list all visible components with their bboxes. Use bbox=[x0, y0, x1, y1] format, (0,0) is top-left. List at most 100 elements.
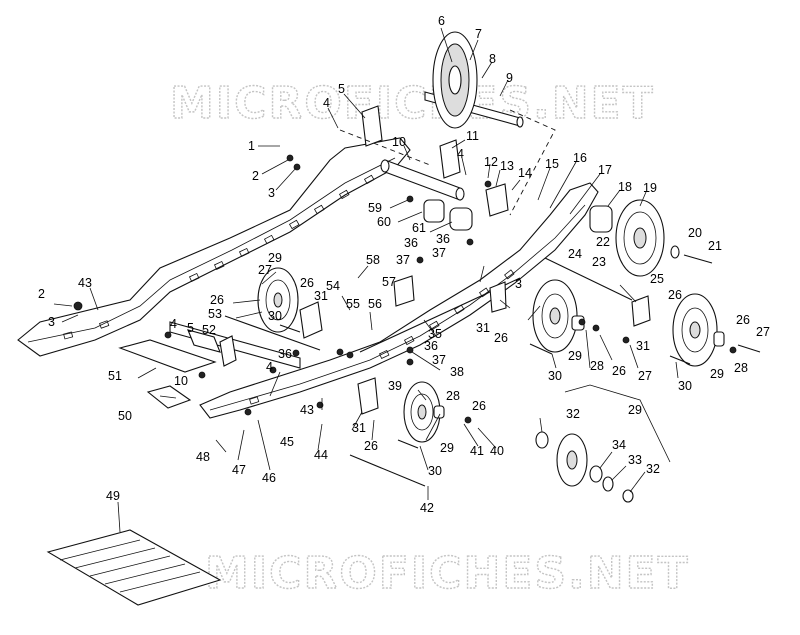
callout-27b: 27 bbox=[756, 325, 770, 339]
plate-51 bbox=[118, 339, 217, 373]
bolt-30d bbox=[279, 324, 301, 333]
wheel-29-right bbox=[672, 293, 718, 367]
callout-26g: 26 bbox=[472, 399, 486, 413]
bolt-30b bbox=[669, 355, 691, 365]
callout-26c: 26 bbox=[668, 288, 682, 302]
cross-bar-53 bbox=[224, 315, 321, 351]
bolt-27-right bbox=[737, 344, 761, 353]
callout-39: 39 bbox=[388, 379, 402, 393]
callout-29e: 29 bbox=[628, 403, 642, 417]
rear-axle bbox=[424, 31, 524, 129]
bracket-31-mid bbox=[299, 301, 323, 339]
leader-lines bbox=[53, 27, 679, 533]
callout-8: 8 bbox=[489, 52, 496, 66]
callout-23: 23 bbox=[592, 255, 606, 269]
wheel-29-lower bbox=[403, 381, 441, 443]
bracket-57 bbox=[393, 275, 415, 307]
track-belt-49 bbox=[46, 529, 222, 606]
watermark-top: MICROFICHES.NET bbox=[170, 78, 655, 129]
callout-60: 60 bbox=[377, 215, 391, 229]
callout-17: 17 bbox=[598, 163, 612, 177]
callout-2b: 2 bbox=[38, 287, 45, 301]
callout-30c: 30 bbox=[678, 379, 692, 393]
callout-25: 25 bbox=[650, 272, 664, 286]
upper-cross-shaft bbox=[380, 159, 465, 201]
left-rail bbox=[17, 137, 411, 357]
bracket-5 bbox=[361, 105, 383, 147]
callout-20: 20 bbox=[688, 226, 702, 240]
callout-38: 38 bbox=[450, 365, 464, 379]
watermark-bottom: MICROFICHES.NET bbox=[205, 548, 690, 599]
callout-50: 50 bbox=[118, 409, 132, 423]
callout-51: 51 bbox=[108, 369, 122, 383]
callout-5: 5 bbox=[338, 82, 345, 96]
callout-4b: 4 bbox=[457, 147, 464, 161]
callout-44: 44 bbox=[314, 448, 328, 462]
callout-29d: 29 bbox=[440, 441, 454, 455]
callout-54: 54 bbox=[326, 279, 340, 293]
bolt-42 bbox=[349, 454, 426, 487]
callout-37c: 37 bbox=[432, 353, 446, 367]
callout-28c: 28 bbox=[446, 389, 460, 403]
callout-32: 32 bbox=[566, 407, 580, 421]
callout-10: 10 bbox=[392, 135, 406, 149]
callout-12: 12 bbox=[484, 155, 498, 169]
callout-labels: 6 7 8 9 5 4 1 2 3 10 11 4 12 13 14 15 16… bbox=[38, 14, 770, 515]
callout-57: 57 bbox=[382, 275, 396, 289]
callout-10b: 10 bbox=[174, 374, 188, 388]
hub-28-lower bbox=[433, 405, 445, 419]
callout-26e: 26 bbox=[736, 313, 750, 327]
callout-52: 52 bbox=[202, 323, 216, 337]
spacer-60 bbox=[423, 199, 445, 223]
callout-22: 22 bbox=[596, 235, 610, 249]
callout-56: 56 bbox=[368, 297, 382, 311]
callout-5b: 5 bbox=[187, 321, 194, 335]
callout-45: 45 bbox=[280, 435, 294, 449]
right-rail bbox=[199, 182, 599, 419]
callout-43b: 43 bbox=[300, 403, 314, 417]
callout-37: 37 bbox=[432, 246, 446, 260]
callout-2: 2 bbox=[252, 169, 259, 183]
callout-31d: 31 bbox=[352, 421, 366, 435]
callout-19: 19 bbox=[643, 181, 657, 195]
callout-32b: 32 bbox=[646, 462, 660, 476]
callout-21: 21 bbox=[708, 239, 722, 253]
callout-1: 1 bbox=[248, 139, 255, 153]
callout-26b: 26 bbox=[300, 276, 314, 290]
callout-59: 59 bbox=[368, 201, 382, 215]
hub-28-right bbox=[713, 331, 725, 347]
bracket-11 bbox=[439, 139, 461, 179]
callout-24: 24 bbox=[568, 247, 582, 261]
wheel-29-center bbox=[532, 279, 578, 353]
callout-14: 14 bbox=[518, 166, 532, 180]
washer-20 bbox=[670, 245, 680, 259]
callout-55: 55 bbox=[346, 297, 360, 311]
bracket-31-far bbox=[631, 295, 651, 327]
callout-6: 6 bbox=[438, 14, 445, 28]
callout-26d: 26 bbox=[494, 331, 508, 345]
callout-35: 35 bbox=[428, 327, 442, 341]
callout-15: 15 bbox=[545, 157, 559, 171]
callout-40: 40 bbox=[490, 444, 504, 458]
callout-46: 46 bbox=[262, 471, 276, 485]
fasteners bbox=[73, 154, 737, 424]
callout-43: 43 bbox=[78, 276, 92, 290]
callout-4: 4 bbox=[323, 96, 330, 110]
callout-42: 42 bbox=[420, 501, 434, 515]
callout-58: 58 bbox=[366, 253, 380, 267]
callout-4c: 4 bbox=[170, 317, 177, 331]
bolt-30c bbox=[397, 439, 419, 449]
callout-3b: 3 bbox=[48, 315, 55, 329]
callout-49: 49 bbox=[106, 489, 120, 503]
callout-28: 28 bbox=[590, 359, 604, 373]
spacer-61 bbox=[449, 207, 473, 231]
callout-33: 33 bbox=[628, 453, 642, 467]
bracket-14 bbox=[485, 183, 509, 217]
bolt-30a bbox=[529, 343, 553, 355]
callout-26f: 26 bbox=[612, 364, 626, 378]
wheel-19 bbox=[615, 199, 665, 277]
callout-29: 29 bbox=[268, 251, 282, 265]
wheel-kit-29 bbox=[535, 384, 671, 503]
callout-48: 48 bbox=[196, 450, 210, 464]
